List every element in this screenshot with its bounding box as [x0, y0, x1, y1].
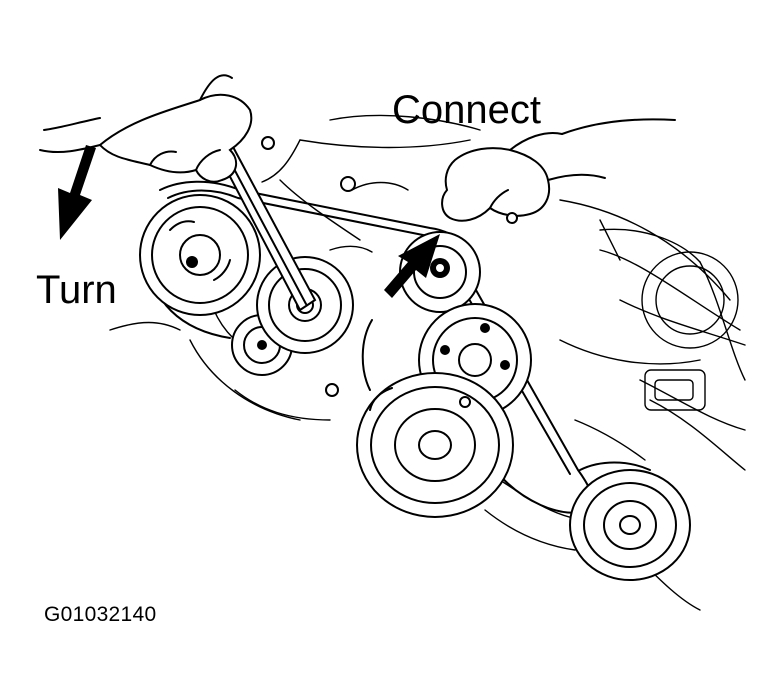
turn-arrow: [58, 145, 96, 240]
crankshaft-pulley: [356, 372, 514, 518]
right-hand: [441, 118, 676, 222]
left-hand: [39, 74, 253, 183]
mounting-bolts: [261, 136, 518, 408]
connect-label: Connect: [392, 88, 541, 132]
figure-id-label: G01032140: [44, 603, 157, 626]
compressor-pulley: [569, 461, 691, 581]
power-steering-pulley: [139, 194, 261, 316]
connect-arrow: [384, 234, 440, 298]
turn-label: Turn: [36, 268, 117, 312]
